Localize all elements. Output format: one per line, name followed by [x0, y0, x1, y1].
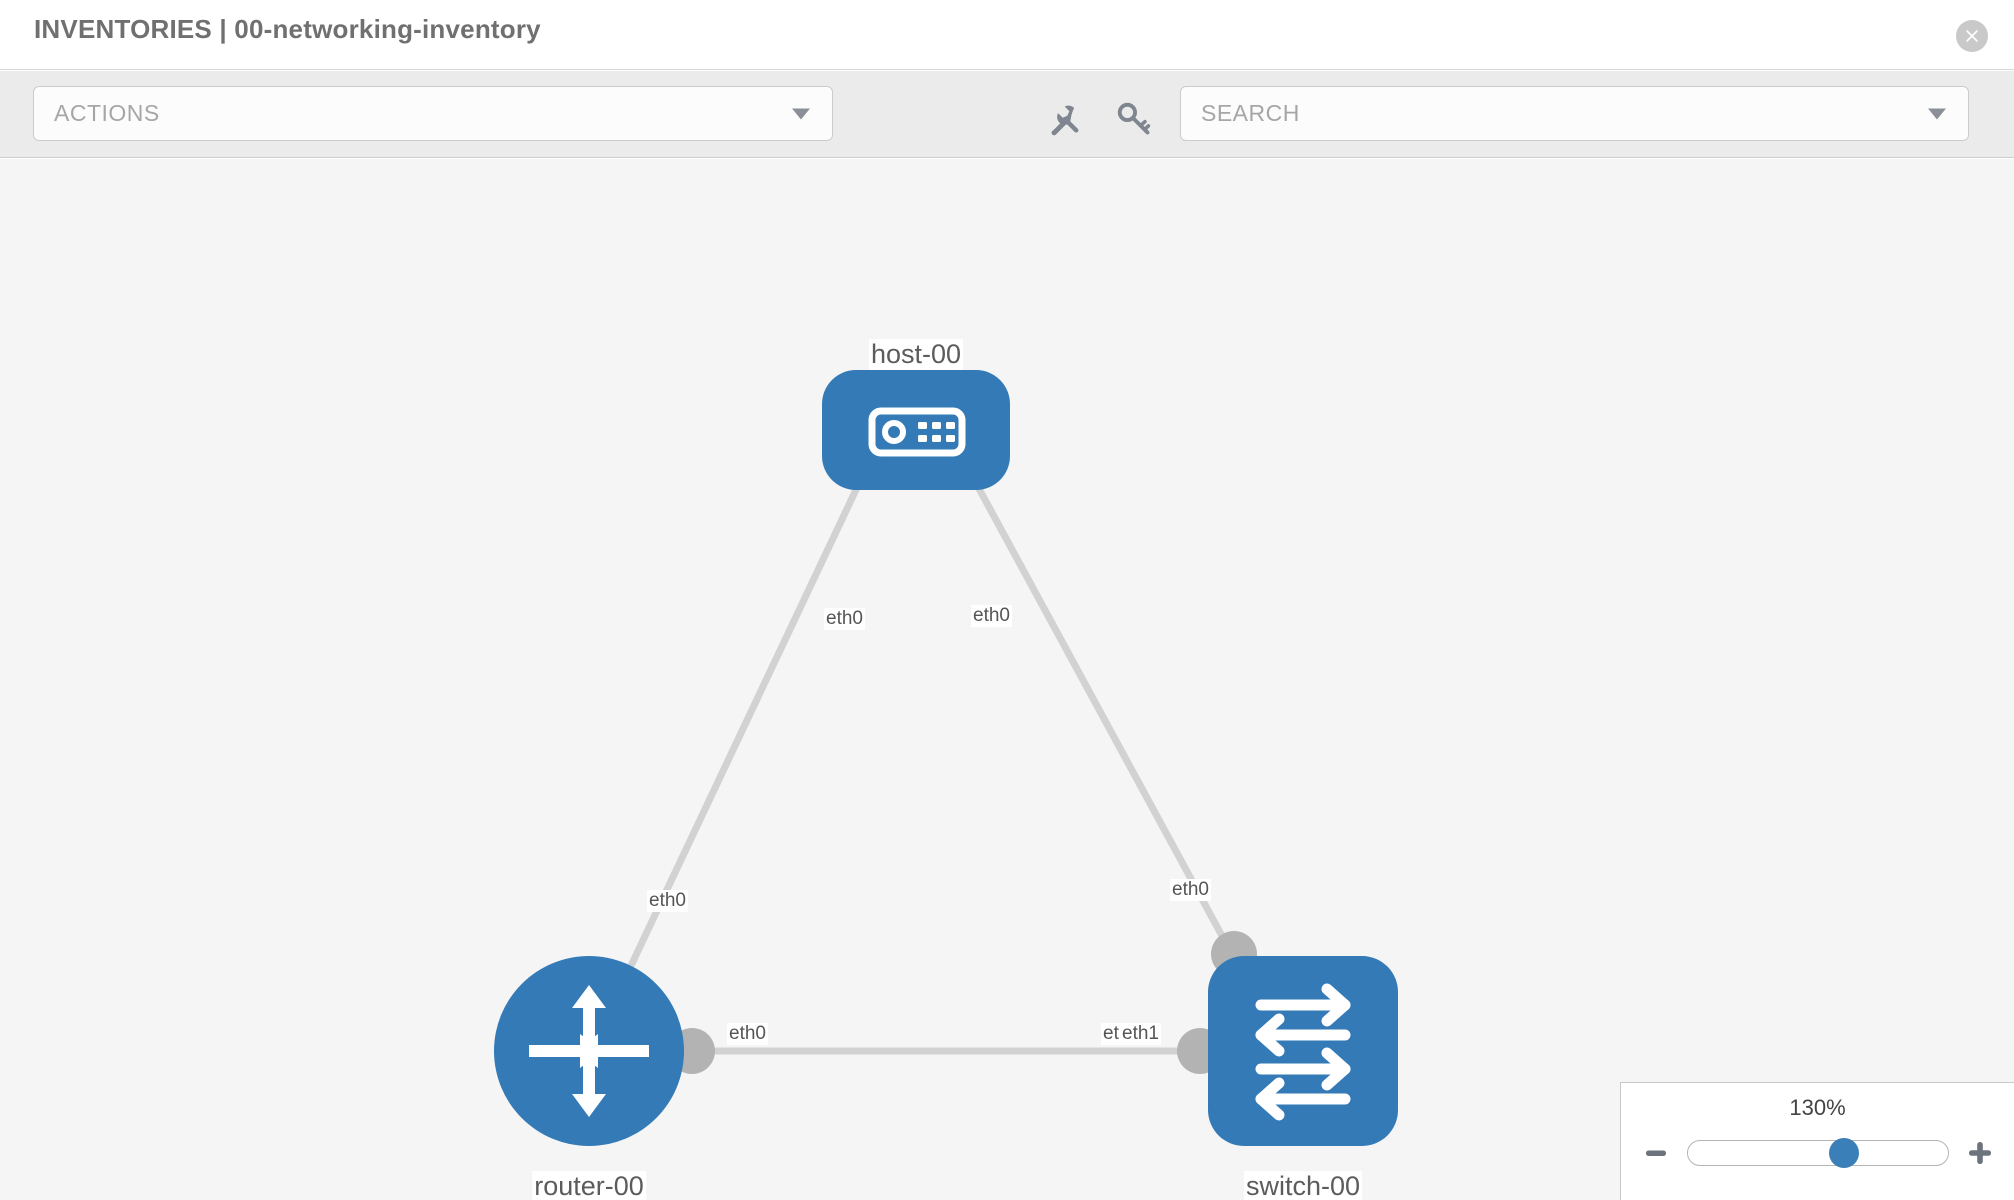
zoom-slider-thumb[interactable] [1828, 1138, 1859, 1168]
plus-icon[interactable] [1963, 1136, 1997, 1170]
zoom-slider-row [1621, 1133, 2014, 1173]
actions-dropdown[interactable]: ACTIONS [33, 86, 833, 141]
router-arrows-icon [529, 985, 649, 1117]
node-router-00[interactable] [494, 956, 684, 1146]
iface-label: eth0 [1170, 879, 1211, 901]
wrench-icon[interactable] [1044, 98, 1086, 140]
zoom-slider-track[interactable] [1686, 1138, 1949, 1168]
iface-label: eth0 [647, 890, 688, 912]
minus-glyph [1645, 1150, 1666, 1156]
zoom-control-panel: 130% [1620, 1082, 2014, 1200]
minus-icon[interactable] [1639, 1136, 1673, 1170]
topology-graph [494, 370, 1398, 1146]
iface-label: eth0 [824, 608, 865, 630]
close-icon[interactable] [1956, 20, 1988, 52]
wrench-glyph [1051, 105, 1079, 136]
page-header: INVENTORIES | 00-networking-inventory [0, 0, 2014, 70]
server-icon [868, 407, 966, 457]
iface-label: eth1 [1120, 1023, 1161, 1045]
search-placeholder: SEARCH [1201, 100, 1300, 126]
switch-arrows-icon [1255, 983, 1351, 1121]
node-switch-00[interactable] [1208, 956, 1398, 1146]
chevron-down-icon [792, 108, 810, 119]
iface-label: eth0 [727, 1023, 768, 1045]
actions-dropdown-label: ACTIONS [54, 100, 160, 126]
search-input[interactable]: SEARCH [1180, 86, 1969, 141]
close-glyph [1966, 30, 1978, 42]
node-label-switch-00: switch-00 [1243, 1171, 1363, 1200]
iface-label: eth0 [971, 605, 1012, 627]
topology-canvas[interactable]: host-00 router-00 switch-00 eth0 eth0 et… [0, 159, 2014, 1200]
chevron-down-icon[interactable] [1928, 108, 1946, 119]
plus-glyph [1968, 1142, 1991, 1164]
key-icon[interactable] [1113, 98, 1155, 140]
node-label-router-00: router-00 [532, 1171, 646, 1200]
page-title: INVENTORIES | 00-networking-inventory [34, 14, 541, 44]
key-glyph [1117, 102, 1151, 135]
node-label-host-00: host-00 [868, 339, 964, 370]
node-host-00[interactable] [822, 370, 1010, 490]
node-switch-00-shape[interactable] [1208, 956, 1398, 1146]
node-host-00-shape[interactable] [822, 370, 1010, 490]
topology-links [616, 437, 1244, 1055]
zoom-percent-label: 130% [1789, 1095, 1846, 1120]
topology-endpoints [669, 418, 1257, 1074]
